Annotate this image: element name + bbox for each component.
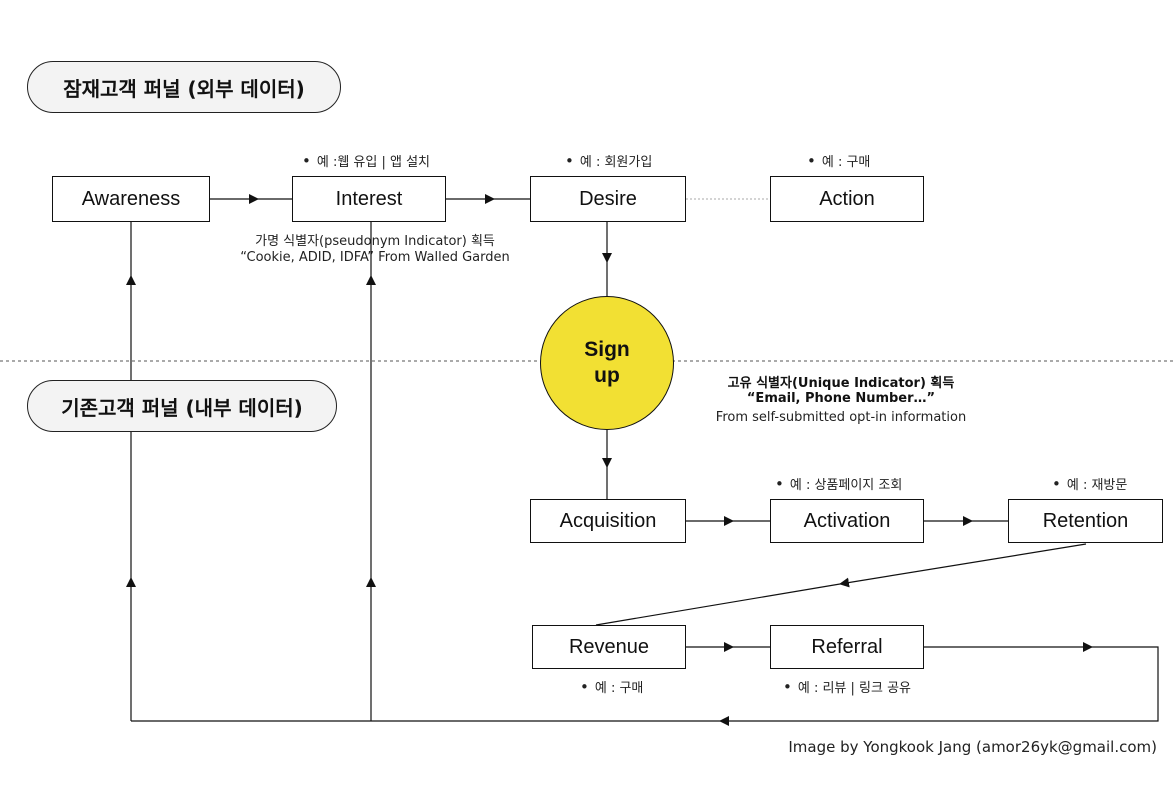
external-funnel-label: 잠재고객 퍼널 (외부 데이터) (27, 61, 341, 113)
stage-desire: Desire (530, 176, 686, 222)
note-activation-text: 예 : 상품페이지 조회 (789, 478, 903, 493)
signup-line1: Sign (584, 338, 630, 361)
bullet-icon: • (302, 151, 311, 170)
image-credit: Image by Yongkook Jang (amor26yk@gmail.c… (788, 738, 1157, 756)
pseudonym-identifier-line1: 가명 식별자(pseudonym Indicator) 획득 (255, 234, 495, 249)
note-action-text: 예 : 구매 (821, 155, 871, 170)
stage-activation: Activation (770, 499, 924, 543)
bullet-icon: • (783, 677, 792, 696)
note-interest: • 예 :웹 유입 | 앱 설치 (302, 151, 431, 171)
connector-retention-revenue-tail (595, 583, 841, 626)
stage-interest: Interest (292, 176, 446, 222)
stage-referral: Referral (770, 625, 924, 669)
stage-action: Action (770, 176, 924, 222)
note-activation: • 예 : 상품페이지 조회 (775, 474, 903, 494)
bullet-icon: • (807, 151, 816, 170)
note-retention-text: 예 : 재방문 (1066, 478, 1128, 493)
note-retention: • 예 : 재방문 (1052, 474, 1128, 494)
bullet-icon: • (1052, 474, 1061, 493)
unique-identifier-line1: 고유 식별자(Unique Indicator) 획득 (727, 376, 955, 391)
note-desire: • 예 : 회원가입 (565, 151, 653, 171)
unique-identifier-line3: From self-submitted opt-in information (715, 410, 967, 425)
bullet-icon: • (775, 474, 784, 493)
signup-line2: up (594, 364, 620, 387)
bullet-icon: • (565, 151, 574, 170)
note-desire-text: 예 : 회원가입 (579, 155, 653, 170)
note-referral: • 예 : 리뷰 | 링크 공유 (783, 677, 912, 697)
note-action: • 예 : 구매 (807, 151, 871, 171)
note-interest-text: 예 :웹 유입 | 앱 설치 (316, 155, 431, 170)
stage-acquisition: Acquisition (530, 499, 686, 543)
note-referral-text: 예 : 리뷰 | 링크 공유 (797, 681, 912, 696)
stage-signup: Sign up (540, 296, 674, 430)
internal-funnel-label: 기존고객 퍼널 (내부 데이터) (27, 380, 337, 432)
bullet-icon: • (580, 677, 589, 696)
stage-retention: Retention (1008, 499, 1163, 543)
note-revenue-text: 예 : 구매 (594, 681, 644, 696)
unique-identifier-line2: “Email, Phone Number…” (746, 391, 936, 406)
note-revenue: • 예 : 구매 (580, 677, 644, 697)
connector-retention-revenue (839, 543, 1087, 588)
stage-revenue: Revenue (532, 625, 686, 669)
stage-awareness: Awareness (52, 176, 210, 222)
feedback-loop-line (719, 646, 1159, 726)
pseudonym-identifier-line2: “Cookie, ADID, IDFA” From Walled Garden (240, 250, 510, 265)
